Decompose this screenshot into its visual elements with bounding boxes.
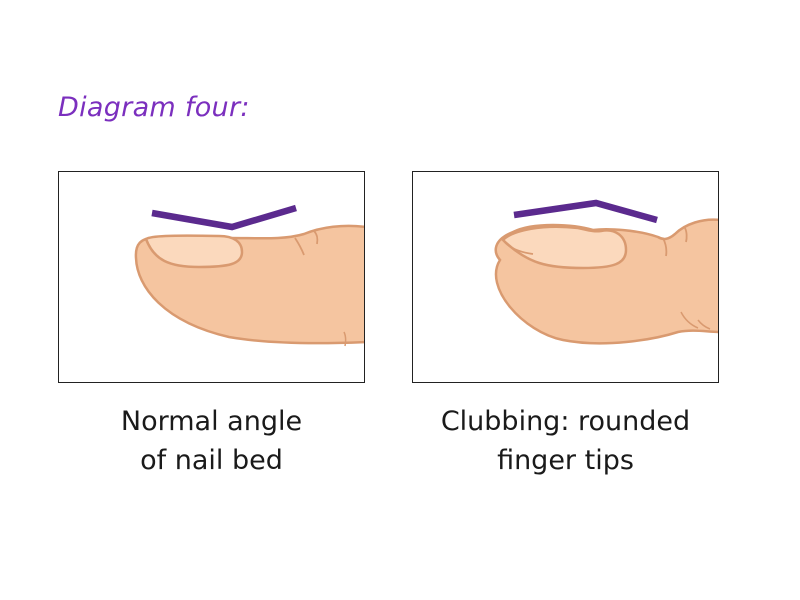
nail-icon	[144, 234, 244, 269]
diagram-title: Diagram four:	[58, 92, 250, 123]
nail-angle-line	[513, 199, 658, 224]
normal-caption: Normal angle of nail bed	[58, 402, 365, 480]
clubbing-finger-panel	[412, 171, 719, 383]
normal-finger-panel	[58, 171, 365, 383]
nail-angle-line	[151, 204, 297, 231]
clubbing-finger-illustration	[494, 199, 718, 345]
nail-icon	[501, 225, 628, 270]
caption-line: Clubbing: rounded	[440, 406, 691, 437]
caption-line: of nail bed	[140, 445, 283, 476]
caption-line: finger tips	[497, 445, 634, 476]
caption-line: Normal angle	[120, 406, 303, 437]
normal-finger-illustration	[134, 204, 364, 347]
clubbing-caption: Clubbing: rounded finger tips	[412, 402, 719, 480]
